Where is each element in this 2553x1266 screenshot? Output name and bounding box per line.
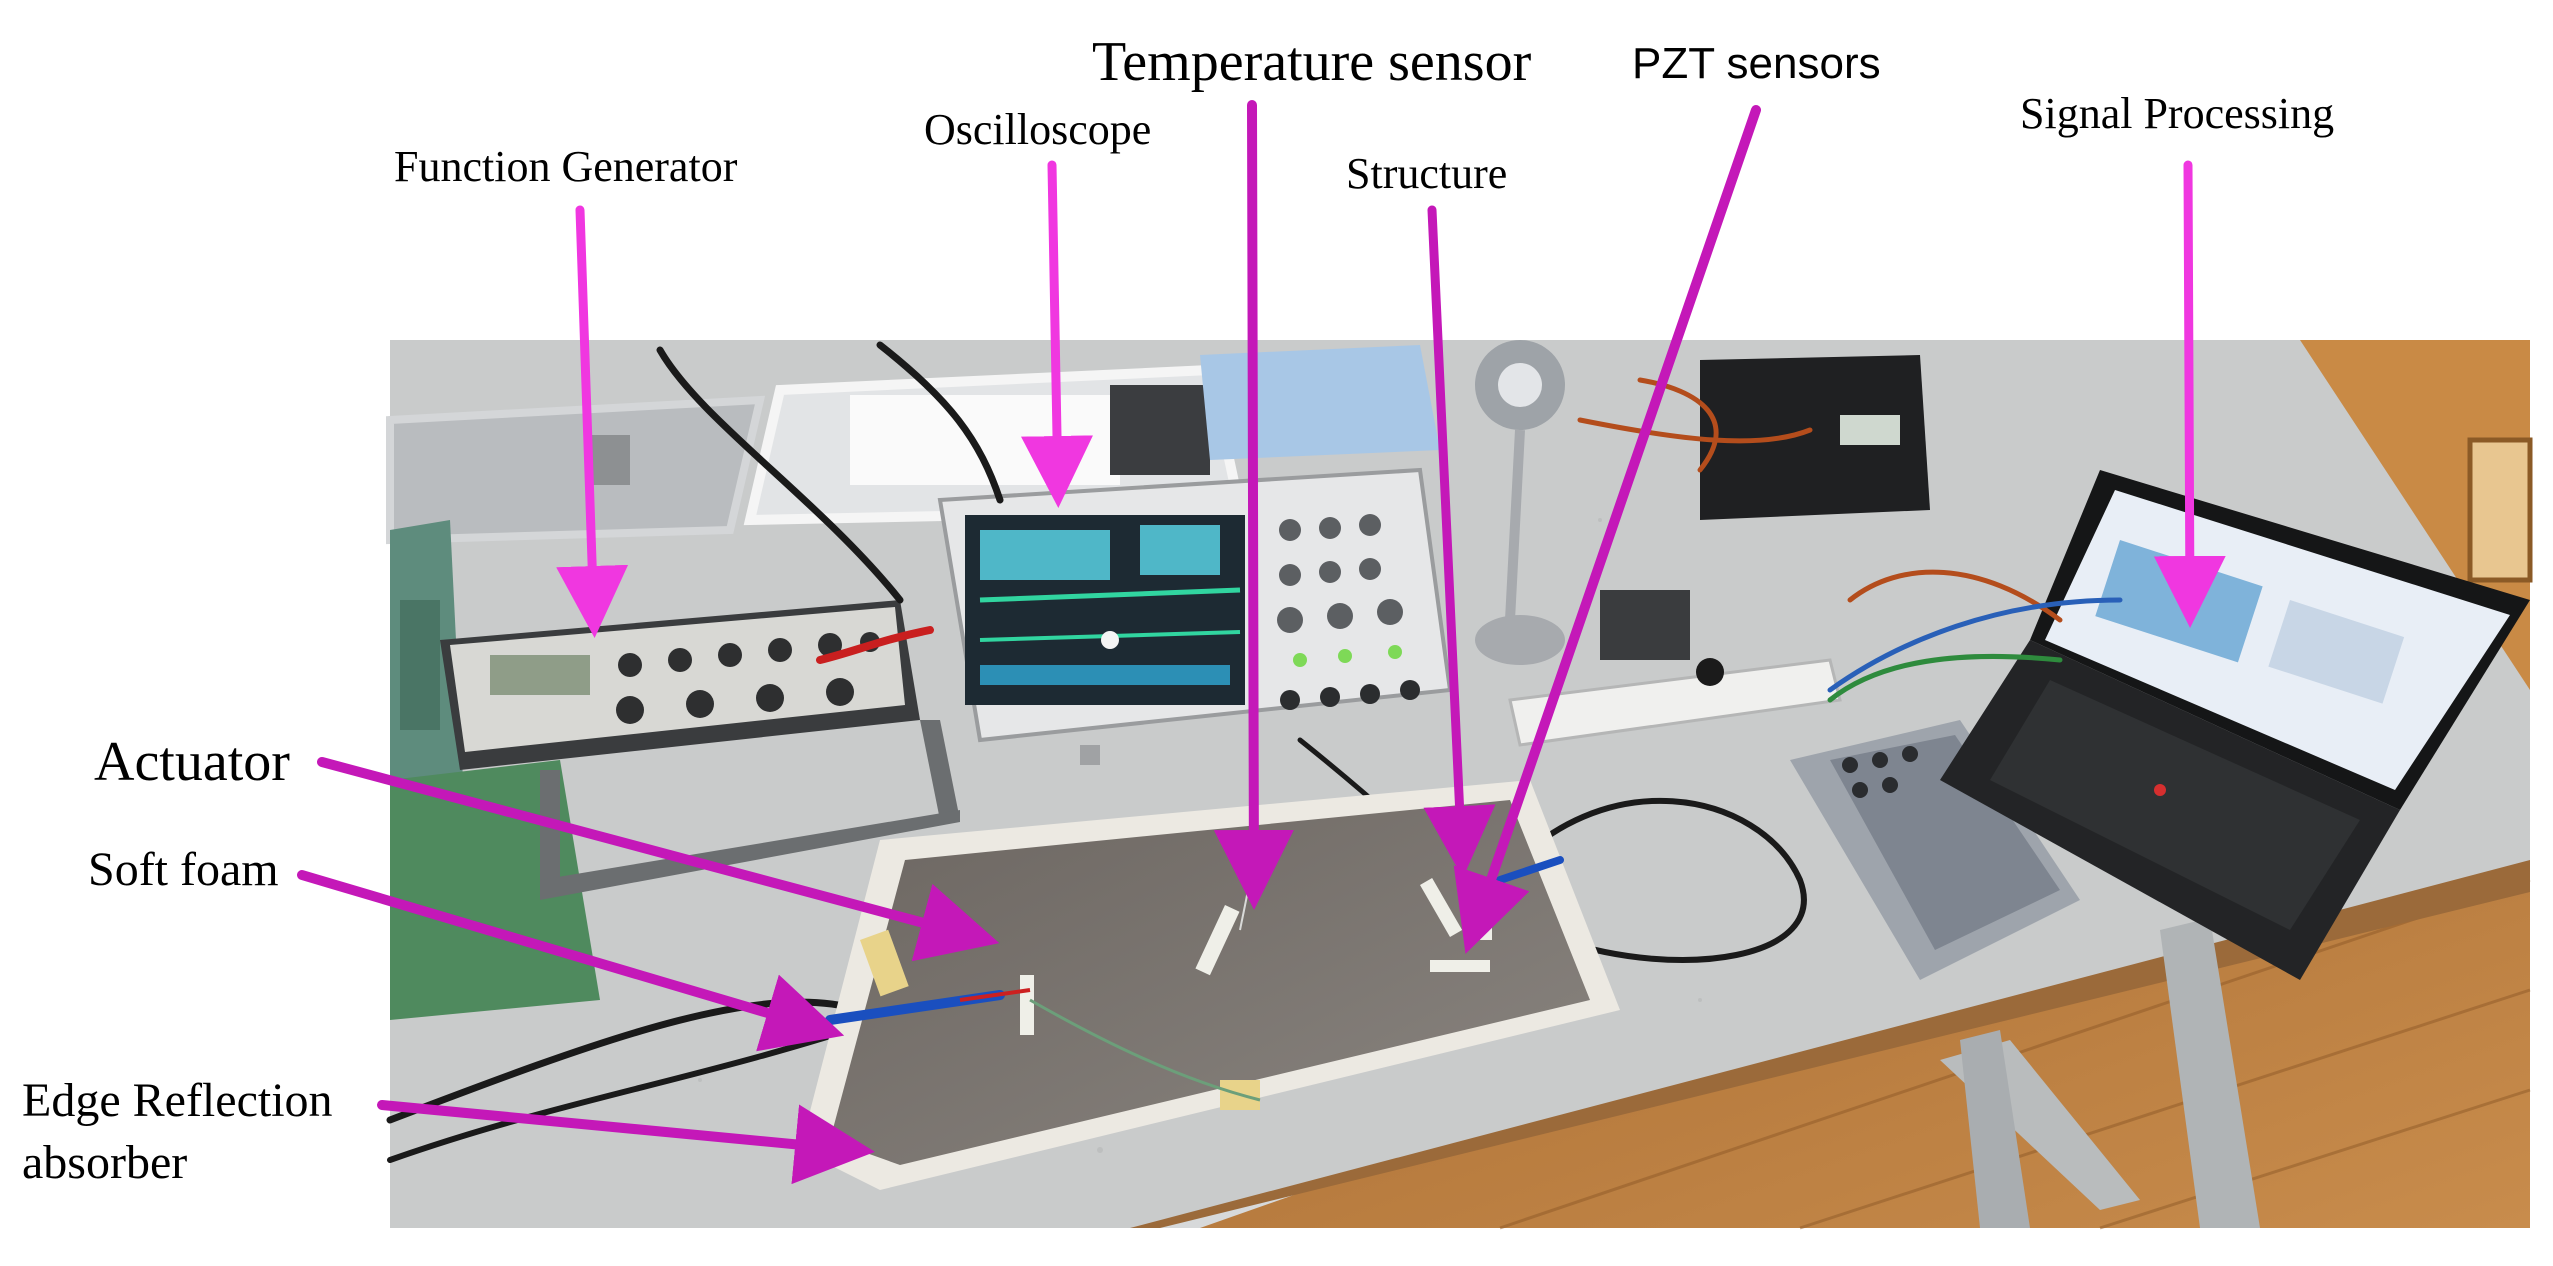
blue-paper	[1200, 345, 1440, 460]
annotation-arrows	[297, 100, 2226, 1185]
daq-chassis	[1790, 720, 2080, 980]
paper-sheet	[850, 395, 1120, 485]
arrow-oscilloscope	[1021, 160, 1093, 508]
cabinet-panel	[400, 600, 440, 730]
table-leg-2	[1960, 1030, 2030, 1228]
door-window	[2467, 437, 2533, 583]
plug	[1696, 658, 1724, 686]
label-actuator: Actuator	[94, 731, 290, 793]
label-soft-foam: Soft foam	[88, 843, 279, 896]
label-structure: Structure	[1346, 149, 1508, 198]
arrow-temperature-sensor	[1213, 100, 1294, 910]
tape	[860, 929, 909, 997]
arrow-function-generator	[556, 205, 629, 638]
label-temperature-sensor: Temperature sensor	[1092, 31, 1532, 93]
desk-lamp	[1475, 340, 1565, 665]
arrow-actuator	[317, 757, 1000, 962]
label-pzt-sensors: PZT sensors	[1632, 39, 1881, 88]
temperature-sensor-strip	[1195, 904, 1240, 976]
label-signal-processing: Signal Processing	[2020, 89, 2335, 138]
lab-photo	[386, 340, 2533, 1230]
arrow-structure	[1423, 205, 1496, 878]
power-supply	[1700, 355, 1930, 520]
label-function-generator: Function Generator	[394, 142, 738, 191]
oscilloscope-device	[937, 467, 1453, 765]
arrow-soft-foam	[297, 870, 845, 1052]
composite-plate	[830, 800, 1590, 1165]
table-leg	[2160, 918, 2260, 1228]
arrow-edge-reflection-absorber	[377, 1100, 875, 1185]
breadboard	[1600, 590, 1690, 660]
arrow-pzt-sensors	[1453, 105, 1761, 954]
pzt-sensor-2	[1430, 960, 1490, 972]
arrow-signal-processing	[2153, 160, 2226, 628]
tray-object	[590, 435, 630, 485]
pzt-sensor-1	[1420, 878, 1463, 937]
function-generator-device	[440, 600, 960, 900]
dark-sample	[1110, 385, 1210, 475]
metal-tray	[386, 395, 766, 545]
actuator-pzt	[1020, 975, 1034, 1035]
label-edge-reflection-absorber: Edge Reflection absorber	[22, 1074, 333, 1189]
label-oscilloscope: Oscilloscope	[924, 105, 1152, 154]
